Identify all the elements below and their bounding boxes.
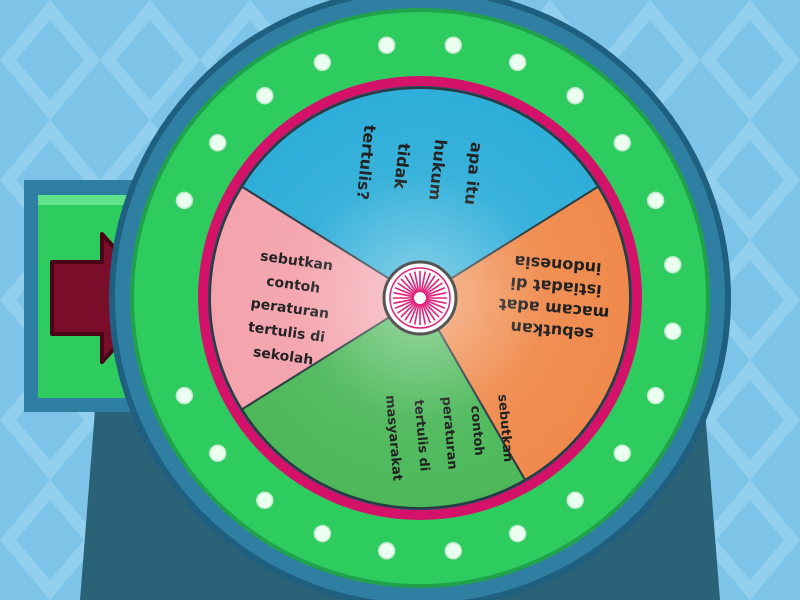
ring-light (613, 134, 632, 152)
spin-hub-icon[interactable] (382, 260, 458, 336)
ring-light (208, 444, 227, 462)
ring-light (175, 191, 194, 210)
ring-light (646, 191, 665, 210)
ring-light (256, 491, 274, 510)
ring-light (508, 53, 527, 72)
ring-light (175, 386, 194, 405)
ring-light (444, 542, 463, 560)
ring-light (566, 491, 584, 510)
ring-light (313, 53, 332, 72)
ring-light (646, 386, 665, 405)
ring-light (508, 524, 527, 543)
ring-light (208, 134, 227, 152)
ring-light (664, 322, 682, 341)
ring-light (256, 86, 274, 105)
ring-light (313, 524, 332, 543)
ring-light (566, 86, 584, 105)
ring-light (613, 444, 632, 462)
ring-light (664, 255, 682, 274)
ring-light (444, 36, 463, 54)
ring-light (377, 36, 396, 54)
ring-light (377, 542, 396, 560)
